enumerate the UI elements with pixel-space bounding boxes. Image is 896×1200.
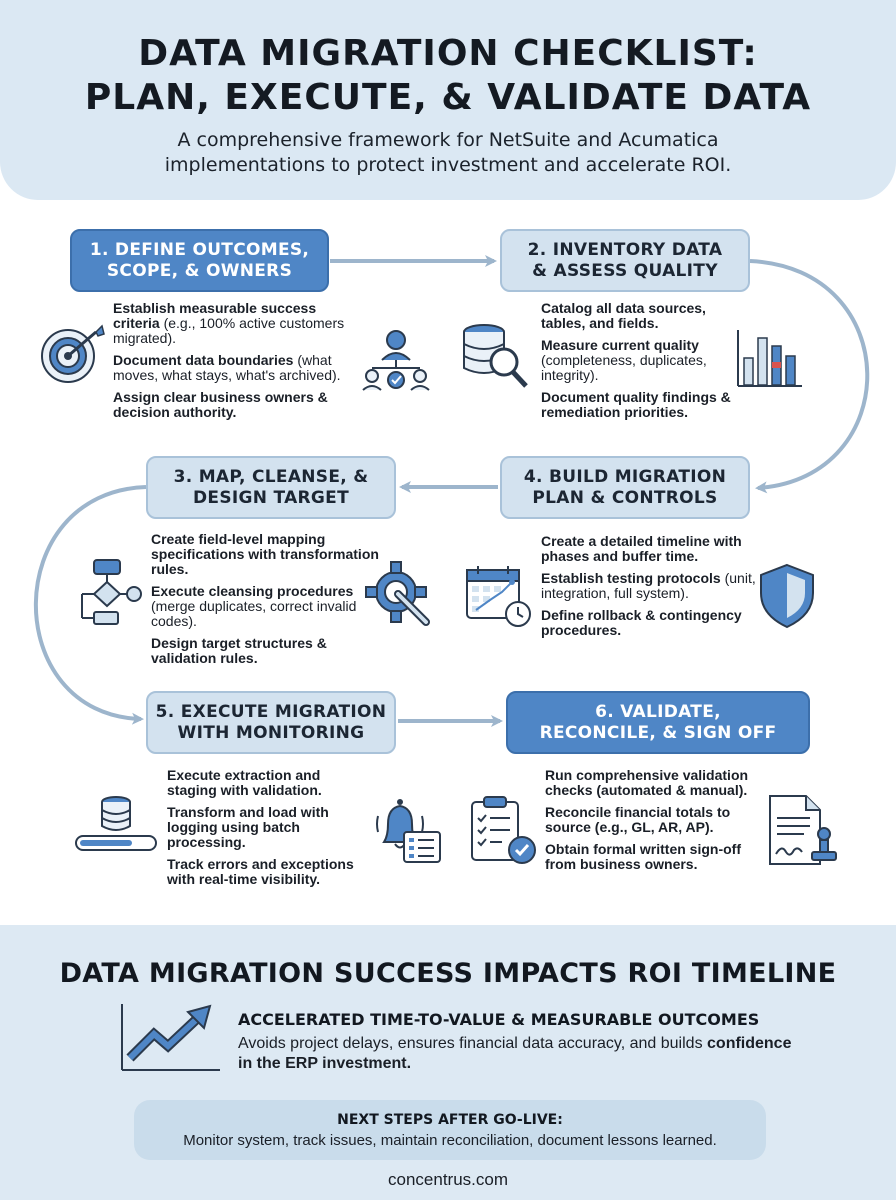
bell-alert-icon [376, 799, 441, 863]
connector-3-5 [33, 485, 147, 725]
step-1-header: 1. DEFINE OUTCOMES,SCOPE, & OWNERS [70, 229, 329, 292]
title-line-1: DATA MIGRATION CHECKLIST: [138, 33, 758, 74]
next-steps-text: Monitor system, track issues, maintain r… [183, 1132, 717, 1149]
step-6-title-line-2: RECONCILE, & SIGN OFF [539, 722, 777, 743]
list-item: Document data boundaries (what moves, wh… [113, 352, 341, 383]
list-item: Obtain formal written sign-off from busi… [545, 841, 741, 872]
step-1-title-line-1: 1. DEFINE OUTCOMES, [89, 239, 310, 260]
team-hierarchy-icon [362, 330, 430, 391]
database-progress-icon [75, 796, 157, 851]
step-2-title-line-1: 2. INVENTORY DATA [527, 239, 723, 260]
list-item: Measure current quality (completeness, d… [541, 337, 707, 383]
list-item: Catalog all data sources, tables, and fi… [541, 300, 706, 331]
bar-chart-icon [737, 330, 802, 387]
step-1-bullets: Establish measurable success criteria (e… [113, 301, 365, 427]
list-item: Create a detailed timeline with phases a… [541, 533, 742, 564]
step-1-title-line-2: SCOPE, & OWNERS [106, 260, 293, 281]
signed-document-icon [769, 795, 837, 865]
list-item: Establish testing protocols (unit, integ… [541, 570, 756, 601]
list-item: Establish measurable success criteria (e… [113, 300, 345, 346]
step-3-title-line-2: DESIGN TARGET [193, 487, 349, 508]
calendar-timeline-icon [466, 566, 531, 627]
list-item: Create field-level mapping specification… [151, 531, 379, 577]
list-item: Design target structures & validation ru… [151, 635, 327, 666]
footer-url: concentrus.com [388, 1170, 508, 1189]
trend-up-chart-icon [121, 1004, 220, 1071]
page-title: DATA MIGRATION CHECKLIST: PLAN, EXECUTE,… [0, 32, 896, 120]
list-item: Execute extraction and staging with vali… [167, 767, 322, 798]
flowchart-icon [81, 559, 142, 625]
step-4-title-line-2: PLAN & CONTROLS [532, 487, 718, 508]
step-3-bullets: Create field-level mapping specification… [151, 532, 391, 673]
step-4-bullets: Create a detailed timeline with phases a… [541, 534, 771, 645]
step-4-title-line-1: 4. BUILD MIGRATION [523, 466, 727, 487]
roi-impact-text: Avoids project delays, ensures financial… [238, 1035, 792, 1072]
roi-impact-heading: ACCELERATED TIME-TO-VALUE & MEASURABLE O… [238, 1010, 760, 1029]
gear-wrench-icon [365, 561, 430, 626]
connector-2-4 [749, 259, 870, 494]
checklist-clipboard-icon [471, 796, 536, 864]
list-item: Run comprehensive validation checks (aut… [545, 767, 749, 798]
step-2-bullets: Catalog all data sources, tables, and fi… [541, 301, 731, 427]
list-item: Assign clear business owners & decision … [113, 389, 328, 420]
roi-impact-title: DATA MIGRATION SUCCESS IMPACTS ROI TIMEL… [59, 958, 837, 989]
header-banner [0, 0, 896, 200]
step-6-header: 6. VALIDATE,RECONCILE, & SIGN OFF [506, 691, 810, 754]
step-2-header: 2. INVENTORY DATA& ASSESS QUALITY [500, 229, 750, 292]
list-item: Transform and load with logging using ba… [167, 804, 329, 850]
step-6-bullets: Run comprehensive validation checks (aut… [545, 768, 757, 879]
target-icon [41, 324, 105, 383]
step-6-title-line-1: 6. VALIDATE, [595, 701, 721, 722]
step-5-title-line-1: 5. EXECUTE MIGRATION [155, 701, 387, 722]
title-line-2: PLAN, EXECUTE, & VALIDATE DATA [84, 77, 812, 118]
page-subtitle: A comprehensive framework for NetSuite a… [164, 129, 732, 176]
next-steps-box: NEXT STEPS AFTER GO-LIVE: Monitor system… [134, 1100, 766, 1160]
flow-connectors [33, 255, 870, 727]
step-3-title-line-1: 3. MAP, CLEANSE, & [173, 466, 369, 487]
list-item: Reconcile financial totals to source (e.… [545, 804, 731, 835]
list-item: Define rollback & contingency procedures… [541, 607, 742, 638]
list-item: Execute cleansing procedures (merge dupl… [151, 583, 357, 629]
database-search-icon [463, 324, 528, 388]
list-item: Track errors and exceptions with real-ti… [167, 856, 354, 887]
step-3-header: 3. MAP, CLEANSE, &DESIGN TARGET [146, 456, 396, 519]
shield-icon [760, 563, 814, 629]
next-steps-title: NEXT STEPS AFTER GO-LIVE: [337, 1112, 563, 1128]
step-2-title-line-2: & ASSESS QUALITY [532, 260, 718, 281]
step-5-bullets: Execute extraction and staging with vali… [167, 768, 373, 894]
list-item: Document quality findings & remediation … [541, 389, 731, 420]
step-5-title-line-2: WITH MONITORING [177, 722, 365, 743]
